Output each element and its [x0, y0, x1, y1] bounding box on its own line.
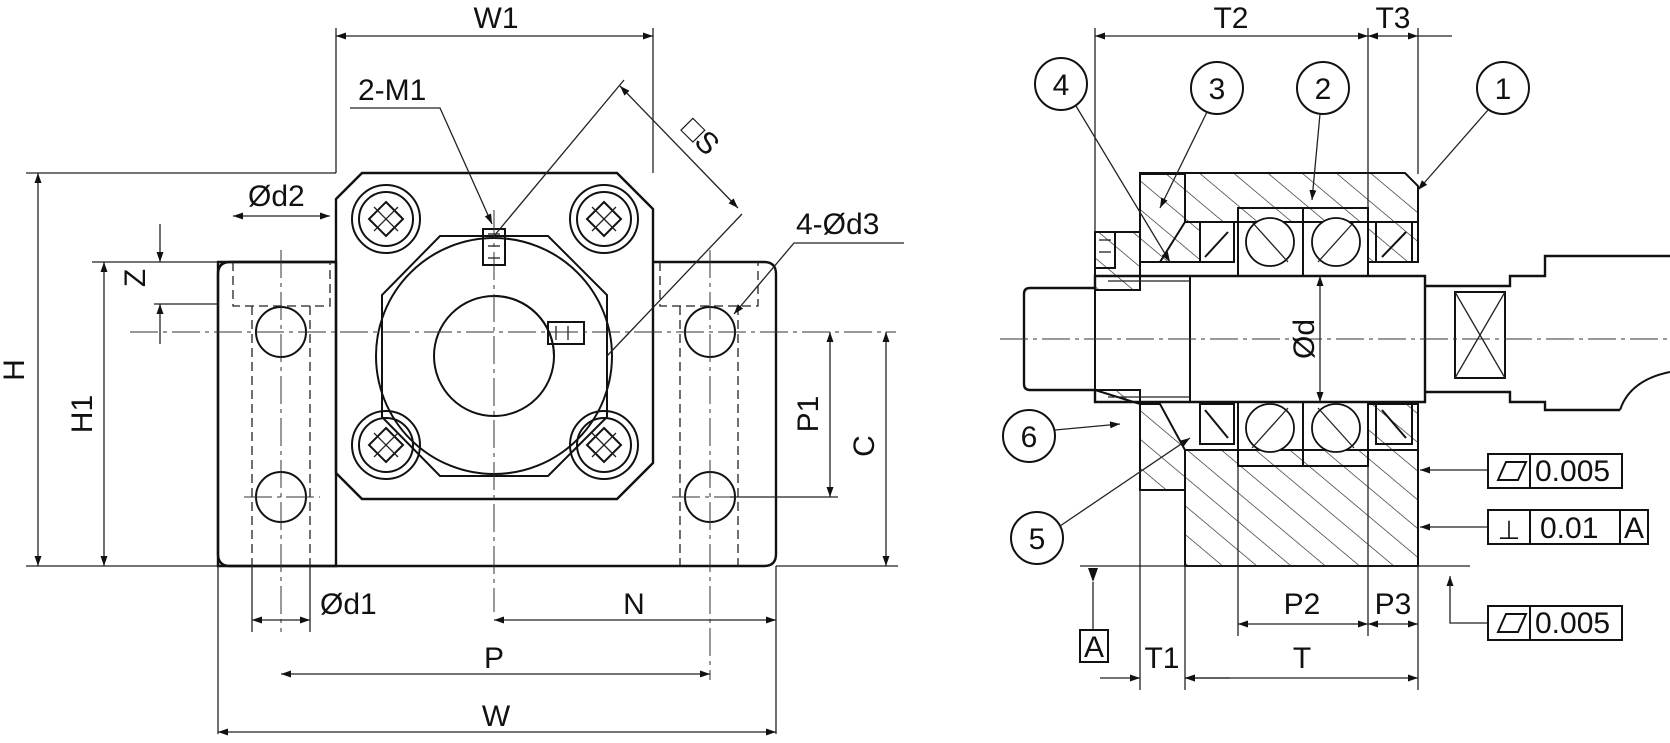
svg-text:0.005: 0.005 [1535, 455, 1610, 488]
front-view: W1 2-M1 □S Ød2 4-Ød3 Z H H1 P1 C Ød1 N P… [0, 2, 904, 736]
label-t2: T2 [1213, 2, 1248, 35]
tolerance-flatness-2: 0.005 [1446, 576, 1623, 641]
label-p2: P2 [1284, 588, 1321, 621]
label-p3: P3 [1375, 588, 1412, 621]
callout-6: 6 [1002, 409, 1121, 463]
label-t1: T1 [1144, 642, 1179, 675]
cap-screw-tr [569, 184, 639, 254]
svg-text:4: 4 [1053, 69, 1070, 102]
shaft [1022, 274, 1427, 404]
label-n: N [623, 588, 645, 621]
callout-5: 5 [1010, 437, 1191, 565]
svg-text:0.005: 0.005 [1535, 607, 1610, 640]
cap-screw-br [569, 410, 639, 480]
svg-text:⊥: ⊥ [1498, 515, 1521, 545]
svg-text:1: 1 [1495, 73, 1512, 106]
label-s: □S [675, 112, 725, 162]
label-p: P [484, 642, 504, 675]
label-w1: W1 [474, 2, 519, 35]
label-c: C [848, 435, 881, 457]
label-w: W [482, 700, 511, 733]
label-d3: 4-Ød3 [796, 208, 879, 241]
tolerance-perpendicularity: ⊥ 0.01 A [1420, 509, 1649, 545]
section-view: A 1 2 3 4 5 6 [1000, 2, 1670, 690]
label-h: H [0, 359, 31, 381]
label-d2: Ød2 [248, 180, 305, 213]
label-z: Z [119, 269, 152, 287]
callout-4: 4 [1034, 57, 1171, 263]
bearing-lower [1237, 401, 1369, 467]
label-t3: T3 [1375, 2, 1410, 35]
datum-a: A [1084, 631, 1104, 664]
housing-octagon [381, 235, 608, 477]
callout-2: 2 [1296, 61, 1350, 201]
housing-section-lower [1184, 449, 1419, 567]
label-t: T [1293, 642, 1311, 675]
svg-text:0.01: 0.01 [1540, 512, 1598, 545]
svg-text:A: A [1624, 512, 1644, 545]
bearing-upper [1237, 207, 1369, 277]
lock-nut-lower [1094, 389, 1186, 491]
callout-3: 3 [1159, 61, 1244, 209]
label-d1: Ød1 [320, 588, 377, 621]
callout-1: 1 [1417, 61, 1530, 191]
svg-text:5: 5 [1029, 523, 1046, 556]
cap-screw-bl [351, 410, 421, 480]
svg-text:6: 6 [1021, 421, 1038, 454]
svg-text:3: 3 [1209, 73, 1226, 106]
tolerance-flatness-1: 0.005 [1420, 453, 1623, 489]
svg-text:2: 2 [1315, 73, 1332, 106]
label-d: Ød [1288, 319, 1321, 359]
label-p1: P1 [792, 396, 825, 433]
cap-screw-tl [351, 184, 421, 254]
label-h1: H1 [66, 395, 99, 433]
label-2-m1: 2-M1 [358, 74, 426, 107]
